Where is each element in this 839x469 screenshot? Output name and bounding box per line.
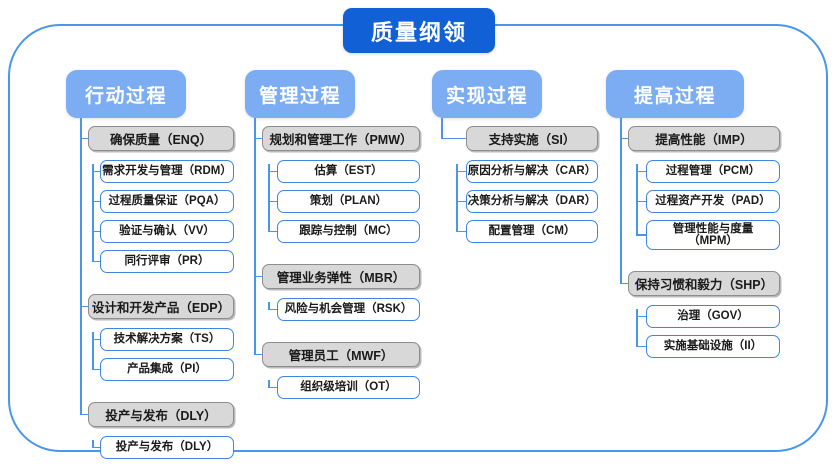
group-box[interactable]: 确保质量（ENQ） xyxy=(88,126,234,151)
connector-branch xyxy=(268,379,270,388)
connector-leaf-stub xyxy=(456,200,466,203)
connector-leaf-stub xyxy=(92,368,100,371)
leaf-box[interactable]: 治理（GOV） xyxy=(646,305,780,328)
connector-leaf-stub xyxy=(456,230,466,233)
connector-branch xyxy=(636,308,638,347)
connector-leaf-stub xyxy=(92,230,100,233)
diagram-title: 质量纲领 xyxy=(343,8,495,53)
connector-leaf-stub xyxy=(456,170,466,173)
connector-branch xyxy=(456,163,458,232)
connector-leaf-stub xyxy=(92,200,100,203)
leaf-box[interactable]: 投产与发布（DLY） xyxy=(100,436,234,459)
leaf-box[interactable]: 风险与机会管理（RSK） xyxy=(277,298,420,321)
connector-leaf-stub xyxy=(92,170,100,173)
connector-trunk-stub xyxy=(80,413,88,416)
connector-branch xyxy=(92,163,94,262)
connector-leaf-stub xyxy=(636,345,646,348)
connector-trunk-stub xyxy=(254,353,262,356)
leaf-box[interactable]: 跟踪与控制（MC） xyxy=(277,220,420,243)
connector-column-trunk xyxy=(254,118,256,355)
leaf-box[interactable]: 估算（EST） xyxy=(277,160,420,183)
connector-column-trunk xyxy=(441,118,443,139)
group-box[interactable]: 规划和管理工作（PMW） xyxy=(262,126,420,151)
group-box[interactable]: 设计和开发产品（EDP） xyxy=(88,294,234,319)
connector-leaf-stub xyxy=(268,200,277,203)
connector-leaf-stub xyxy=(268,386,277,389)
leaf-box[interactable]: 策划（PLAN） xyxy=(277,190,420,213)
connector-leaf-stub xyxy=(92,260,100,263)
group-box[interactable]: 管理员工（MWF） xyxy=(262,342,420,367)
leaf-box[interactable]: 决策分析与解决（DAR） xyxy=(466,190,598,213)
connector-trunk-stub xyxy=(254,137,262,140)
connector-branch xyxy=(268,163,270,232)
group-box[interactable]: 保持习惯和毅力（SHP） xyxy=(628,271,780,296)
leaf-box[interactable]: 过程资产开发（PAD） xyxy=(646,190,780,213)
connector-column-trunk xyxy=(620,118,622,284)
connector-leaf-stub xyxy=(268,170,277,173)
leaf-box[interactable]: 配置管理（CM） xyxy=(466,220,598,243)
column-header-action-process[interactable]: 行动过程 xyxy=(66,70,186,118)
connector-leaf-stub xyxy=(636,170,646,173)
group-box[interactable]: 提高性能（IMP） xyxy=(628,126,780,151)
connector-branch xyxy=(636,163,638,235)
connector-leaf-stub xyxy=(92,338,100,341)
leaf-box[interactable]: 产品集成（PI） xyxy=(100,358,234,381)
leaf-box[interactable]: 过程管理（PCM） xyxy=(646,160,780,183)
leaf-box[interactable]: 原因分析与解决（CAR） xyxy=(466,160,598,183)
leaf-box[interactable]: 需求开发与管理（RDM） xyxy=(100,160,234,183)
connector-leaf-stub xyxy=(268,308,277,311)
connector-leaf-stub xyxy=(636,315,646,318)
leaf-box[interactable]: 管理性能与度量（MPM） xyxy=(646,220,780,250)
connector-column-trunk xyxy=(80,118,82,415)
connector-leaf-stub xyxy=(636,200,646,203)
connector-leaf-stub xyxy=(636,234,646,236)
group-box[interactable]: 支持实施（SI） xyxy=(466,126,598,151)
connector-trunk-stub xyxy=(254,275,262,278)
group-box[interactable]: 投产与发布（DLY） xyxy=(88,402,234,427)
connector-leaf-stub xyxy=(268,230,277,233)
leaf-box[interactable]: 技术解决方案（TS） xyxy=(100,328,234,351)
group-box[interactable]: 管理业务弹性（MBR） xyxy=(262,264,420,289)
leaf-box[interactable]: 同行评审（PR） xyxy=(100,250,234,273)
leaf-box[interactable]: 实施基础设施（II） xyxy=(646,335,780,358)
leaf-box[interactable]: 验证与确认（VV） xyxy=(100,220,234,243)
column-header-implementation-process[interactable]: 实现过程 xyxy=(432,70,542,118)
connector-trunk-stub xyxy=(620,137,628,140)
connector-branch xyxy=(268,301,270,310)
leaf-box[interactable]: 过程质量保证（PQA） xyxy=(100,190,234,213)
connector-trunk-stub xyxy=(620,282,628,285)
connector-branch xyxy=(92,331,94,370)
leaf-box[interactable]: 组织级培训（OT） xyxy=(277,376,420,399)
connector-branch xyxy=(92,439,94,448)
connector-trunk-stub xyxy=(80,305,88,308)
column-header-management-process[interactable]: 管理过程 xyxy=(245,70,355,118)
connector-leaf-stub xyxy=(92,446,100,449)
connector-trunk-stub xyxy=(80,137,88,140)
connector-trunk-stub xyxy=(441,137,466,140)
column-header-improvement-process[interactable]: 提高过程 xyxy=(606,70,744,118)
